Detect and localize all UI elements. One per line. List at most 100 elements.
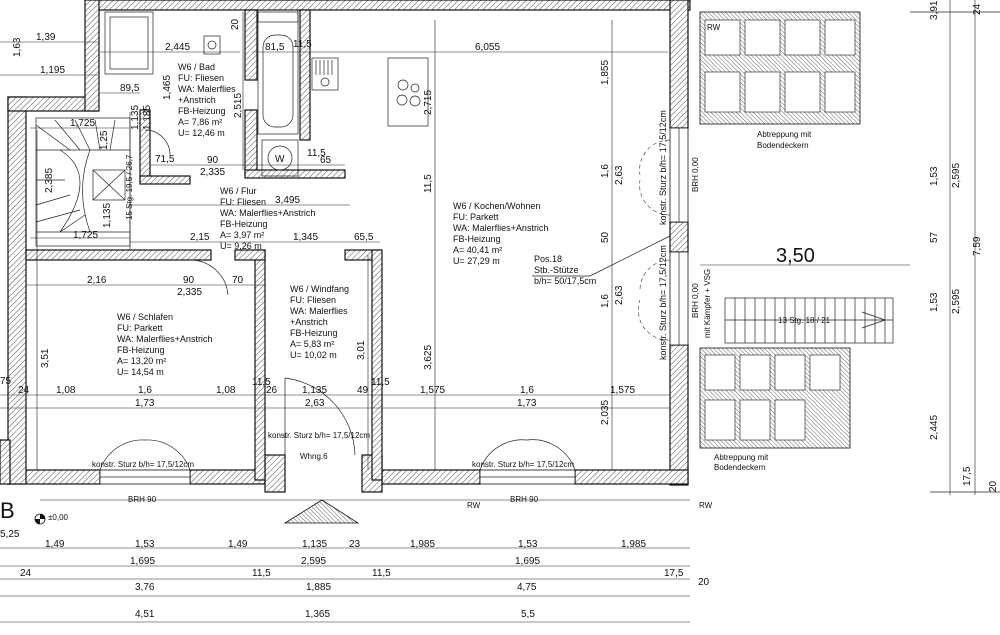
dim-label: 3,01 [356,340,367,360]
room-schlafen-name: W6 / Schlafen [117,312,173,322]
dim-label: 1,725 [73,230,98,241]
dim-label: 11,5 [252,377,271,388]
dim-label: 1,135 [302,539,327,550]
dim-label: 70 [232,275,244,286]
room-bad-area: A= 7,86 m² [178,117,222,127]
bottom-dimensions: 5,25 1,49 1,53 1,49 1,135 23 1,985 1,53 … [0,529,710,620]
dim-label: 71,5 [155,154,175,165]
dim-label: 2,515 [233,93,244,118]
dim-label: 5,25 [0,529,20,540]
dim-label: 2,595 [951,163,962,188]
dim-label: 50 [600,231,611,243]
dim-label: 2,385 [44,168,55,193]
section-arrow [283,499,360,524]
room-flur-heating: FB-Heizung [220,219,268,229]
dim-label: 65 [320,155,332,166]
room-bad-wall2: +Anstrich [178,95,216,105]
dim-label: 1,345 [293,232,318,243]
dim-label: 1,855 [600,60,611,85]
dim-label: 5,5 [521,609,535,620]
room-kochen-label: W6 / Kochen/Wohnen FU: Parkett WA: Maler… [453,201,548,266]
room-flur-perimeter: U= 9,26 m [220,241,262,251]
abtreppung-top-1: Abtreppung mit [757,130,812,139]
dim-label: 1,185 [142,105,153,130]
dim-label: 1,63 [12,37,23,57]
dim-label: 1,135 [302,385,327,396]
dim-label: 11,5 [372,568,391,579]
dim-label: 1,885 [306,582,331,593]
dim-label: 1,575 [420,385,445,396]
room-windfang-wall: WA: Malerflies [290,306,348,316]
rw-top: RW [707,23,721,32]
room-kochen-name: W6 / Kochen/Wohnen [453,201,540,211]
dim-label: 11,5 [307,148,326,159]
dim-label: 1,49 [45,539,65,550]
room-bad-perimeter: U= 12,46 m [178,128,225,138]
room-schlafen-wall: WA: Malerflies+Anstrich [117,334,212,344]
dim-label: 90 [207,155,219,166]
room-windfang-wall2: +Anstrich [290,317,328,327]
room-flur-floor: FU: Fliesen [220,197,266,207]
kaempfer-label: mit Kämpfer + VSG [703,269,712,338]
dim-label: 20 [230,18,241,30]
dim-label: 2,16 [87,275,107,286]
room-flur-name: W6 / Flur [220,186,257,196]
dim-label: 1,365 [305,609,330,620]
dim-label: 3,76 [135,582,155,593]
dim-label: 3,91 [929,0,940,20]
dim-label: 2,715 [423,90,434,115]
brh-side-2: BRH 0,00 [691,283,700,318]
room-schlafen-floor: FU: Parkett [117,323,163,333]
dim-label: 1,695 [515,556,540,567]
dim-label: 1,6 [520,385,534,396]
abtreppung-bot-2: Bodendeckern [714,463,766,472]
interior-dimensions: 1,39 1,195 1,63 2,445 81,5 11,5 20 6,055… [0,18,635,425]
exterior-stairs [724,297,894,344]
dim-label: 24 [18,385,30,396]
dim-label: 1,25 [99,130,110,150]
dim-label: 11,5 [371,377,390,388]
dim-label: 1,6 [600,164,611,178]
dim-label: 2,035 [600,400,611,425]
dim-label: 1,53 [518,539,538,550]
dim-label: 81,5 [265,42,285,53]
dim-label: 2,63 [614,165,625,185]
brh-right: BRH 90 [510,495,539,504]
room-flur-label: W6 / Flur FU: Fliesen WA: Malerflies+Ans… [220,186,315,251]
abtreppung-top-2: Bodendeckern [757,141,809,150]
pos-label: Pos.18 [534,254,562,264]
rw-bottom-mid: RW [467,501,481,510]
stairs-int-label: 15 Stg. 19,5 / 26,7 [125,154,134,220]
room-flur-area: A= 3,97 m² [220,230,264,240]
room-windfang-perimeter: U= 10,02 m [290,350,337,360]
dim-label: 26 [266,385,278,396]
level-marker-quadrant-2 [35,519,40,524]
room-kochen-perimeter: U= 27,29 m [453,256,500,266]
walls [0,0,691,493]
room-schlafen-heating: FB-Heizung [117,345,165,355]
dim-label: 89,5 [120,83,140,94]
dim-label: 1,135 [130,105,141,130]
dim-label: 90 [183,275,195,286]
dim-label: 1,73 [517,398,537,409]
stairs-ext-label: 13 Stg. 18 / 21 [778,316,831,325]
dim-label: 1,6 [600,294,611,308]
dim-label: 2,445 [165,42,190,53]
dim-label: 2,15 [190,232,210,243]
dim-label: 11,5 [293,39,312,50]
dim-label: 3,495 [275,195,300,206]
dim-label: 1,53 [135,539,155,550]
dim-label: 6,055 [475,42,500,53]
sturz-bottom-right: konstr. Sturz b/h= 17,5/12cm [472,460,574,469]
dim-label: 20 [698,577,710,588]
room-bad-heating: FB-Heizung [178,106,226,116]
dim-label: 1,985 [621,539,646,550]
dim-label: 1,53 [929,292,940,312]
bathroom-fixtures [104,9,429,177]
room-windfang-label: W6 / Windfang FU: Fliesen WA: Malerflies… [290,284,349,360]
dim-label: 1,08 [56,385,76,396]
rw-bottom-right: RW [699,501,713,510]
w-label: W [275,154,285,165]
